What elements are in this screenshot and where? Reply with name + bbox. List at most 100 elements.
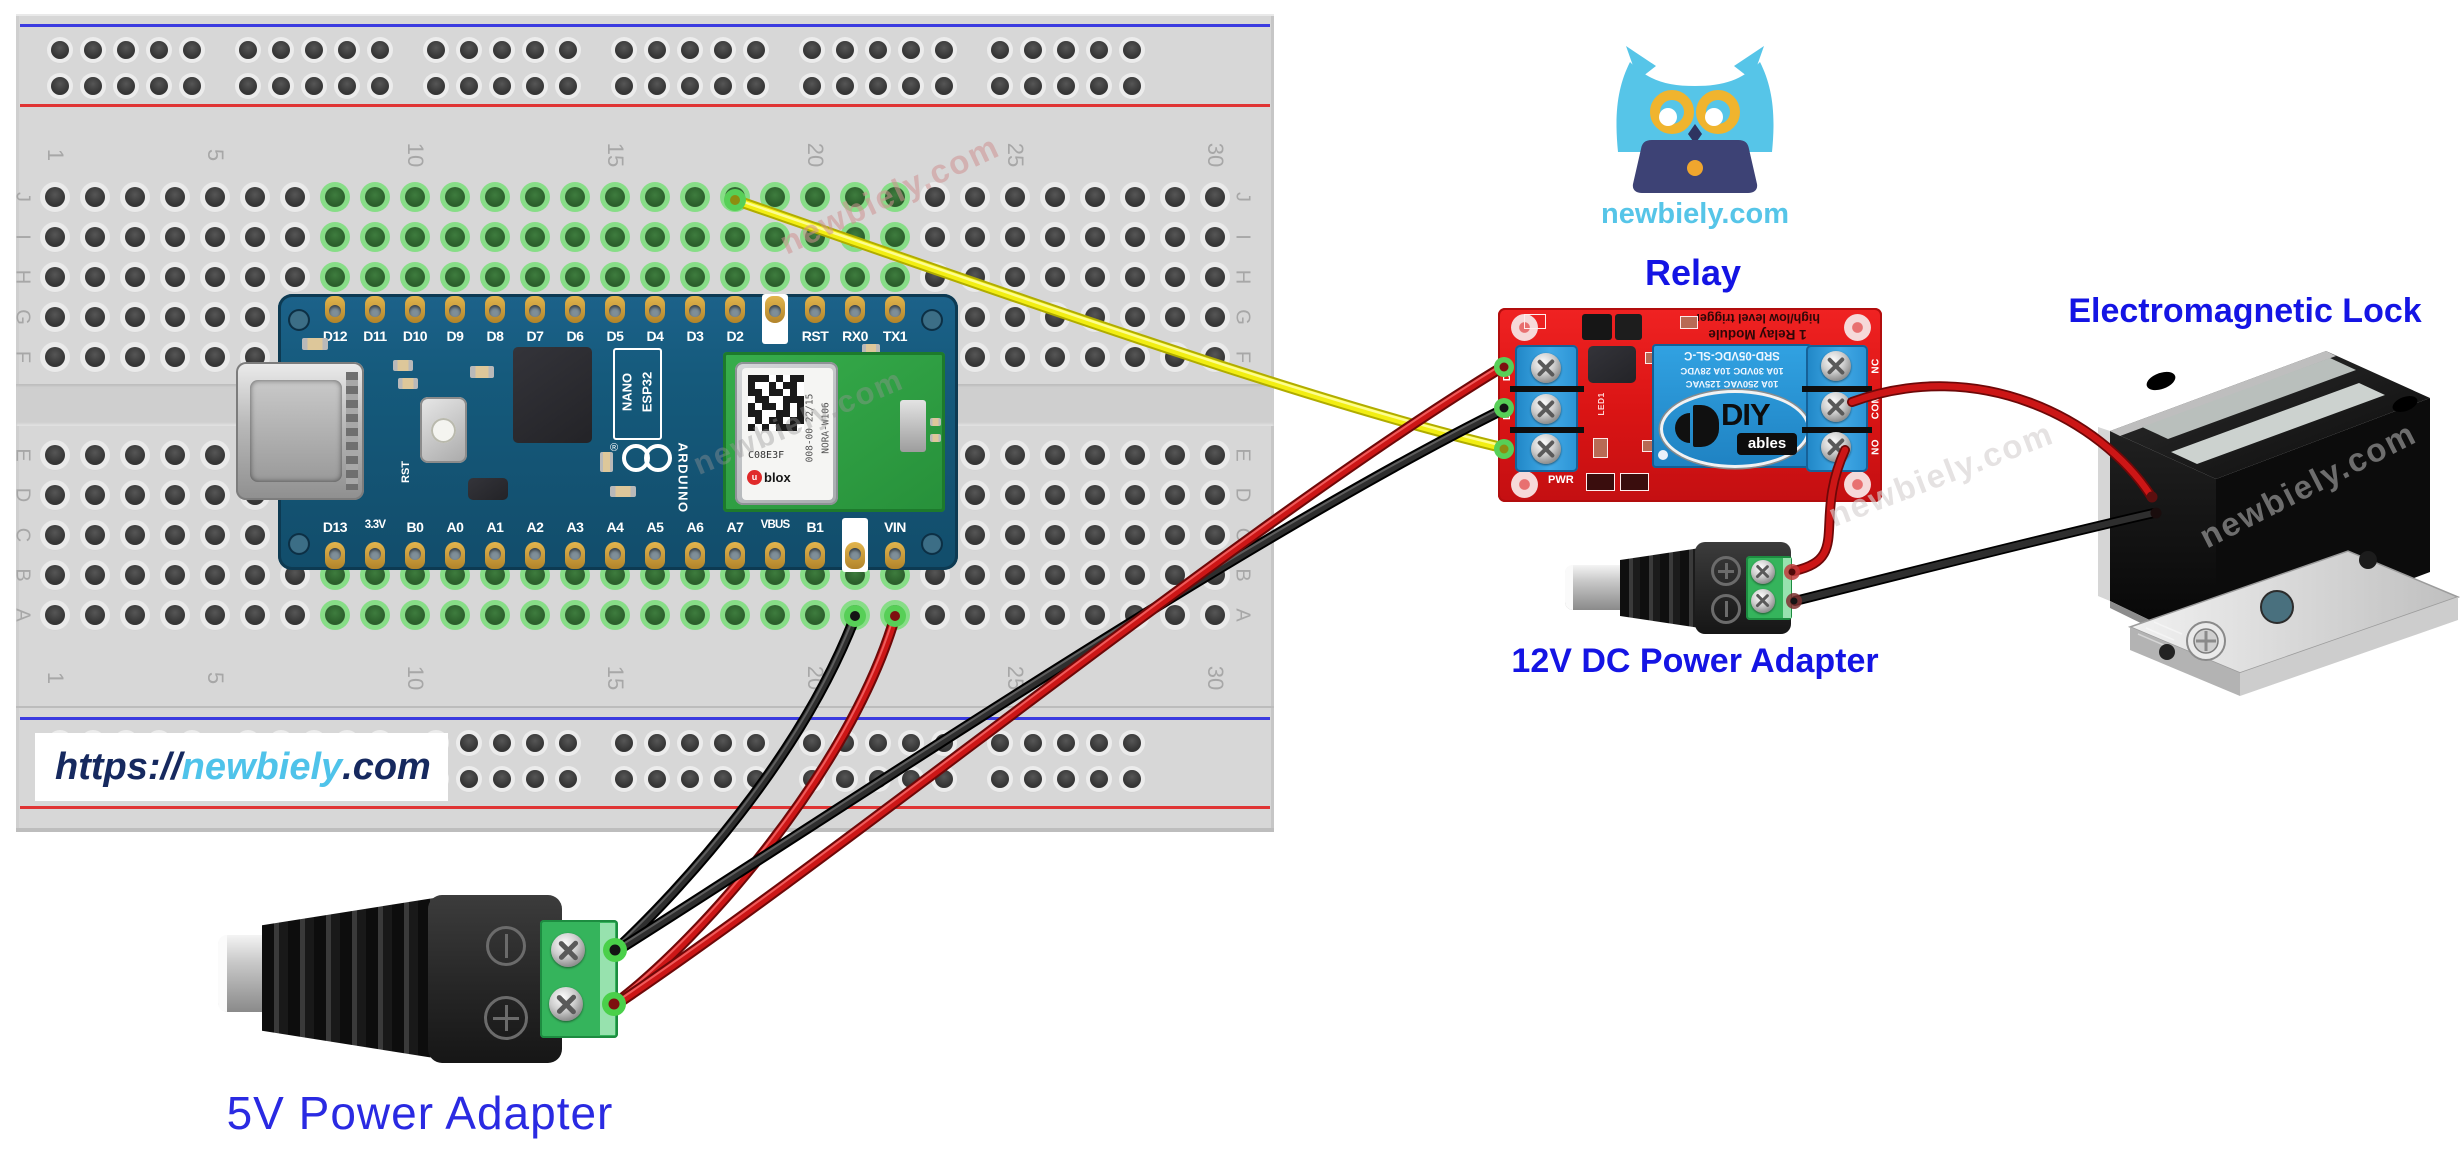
rail-hole: [869, 41, 887, 59]
url-domain: newbiely: [181, 745, 343, 788]
terminal-block-edge: [1783, 558, 1791, 618]
diyables-logo-icon: [1675, 413, 1690, 443]
smd-component: [1680, 316, 1698, 329]
grid-hole: [685, 227, 705, 247]
capacitor: [398, 378, 418, 389]
grid-hole: [445, 605, 465, 625]
grid-hole: [205, 267, 225, 287]
logo-site-text: newbiely.com: [1600, 198, 1790, 230]
watermark: newbiely.com: [773, 127, 1006, 262]
screw-icon: [1531, 394, 1561, 424]
pin-label-bottom: 3.3V: [364, 519, 386, 531]
grid-hole: [205, 445, 225, 465]
grid-hole: [85, 307, 105, 327]
rail-hole: [84, 77, 102, 95]
screw-icon: [1531, 353, 1561, 383]
pin-label-top: D3: [686, 328, 704, 344]
terminal-separator: [1510, 386, 1584, 392]
rail-hole: [493, 770, 511, 788]
rail-hole: [1123, 41, 1141, 59]
grid-hole: [285, 605, 305, 625]
rail-hole: [117, 77, 135, 95]
grid-hole: [125, 525, 145, 545]
rail-hole: [427, 77, 445, 95]
grid-hole: [245, 525, 265, 545]
capacitor: [470, 366, 494, 378]
rail-hole: [526, 41, 544, 59]
grid-hole: [485, 605, 505, 625]
grid-hole: [565, 565, 585, 585]
rail-hole: [1024, 41, 1042, 59]
rail-hole: [714, 77, 732, 95]
grid-hole: [605, 187, 625, 207]
screw-icon: [1751, 560, 1775, 584]
diyables-logo-icon: [1693, 405, 1719, 447]
barrel-plug-cap: [1565, 565, 1573, 610]
jumper-block: [1582, 314, 1612, 340]
silkscreen-marker: [1524, 314, 1546, 329]
rail-hole: [747, 41, 765, 59]
castellated-pin: [685, 296, 705, 323]
rail-hole: [935, 41, 953, 59]
grid-hole: [565, 227, 585, 247]
reset-button: [420, 397, 467, 463]
grid-hole: [365, 187, 385, 207]
grid-hole: [285, 565, 305, 585]
rail-hole: [836, 77, 854, 95]
grid-hole: [85, 605, 105, 625]
rail-hole: [648, 41, 666, 59]
rail-hole: [902, 41, 920, 59]
grid-hole: [205, 307, 225, 327]
grid-hole: [125, 227, 145, 247]
power-rail-red-line-top: [20, 104, 1270, 107]
rail-hole: [338, 77, 356, 95]
grid-hole: [685, 267, 705, 287]
screw-icon: [551, 933, 585, 967]
grid-hole: [125, 605, 145, 625]
grid-hole: [405, 565, 425, 585]
grid-hole: [365, 565, 385, 585]
rail-hole: [869, 77, 887, 95]
screw-icon: [1531, 434, 1561, 464]
rail-hole: [559, 41, 577, 59]
grid-hole: [485, 187, 505, 207]
grid-hole: [405, 227, 425, 247]
grid-hole: [405, 267, 425, 287]
grid-hole: [325, 187, 345, 207]
rail-hole: [493, 77, 511, 95]
rail-hole: [150, 77, 168, 95]
grid-hole: [45, 347, 65, 367]
pin-label-bottom: A1: [486, 519, 504, 535]
barrel-plug-tip: [1565, 565, 1623, 610]
pin-label-top: D4: [646, 328, 664, 344]
smd-component: [1620, 473, 1649, 491]
grid-hole: [325, 267, 345, 287]
adapter-5v-label: 5V Power Adapter: [226, 1087, 614, 1139]
url-prefix: https://: [55, 745, 182, 788]
grid-hole: [245, 565, 265, 585]
castellated-pin: [325, 296, 345, 323]
castellated-pin: [405, 296, 425, 323]
castellated-pin: [485, 542, 505, 569]
pin-label-bottom: B0: [406, 519, 424, 535]
rail-hole: [427, 41, 445, 59]
plus-icon: [484, 996, 528, 1040]
capacitor: [302, 338, 328, 350]
barrel-ridges: [262, 898, 434, 1058]
rail-hole: [371, 77, 389, 95]
rail-hole: [338, 41, 356, 59]
rail-hole: [747, 77, 765, 95]
grid-hole: [365, 267, 385, 287]
grid-hole: [525, 605, 545, 625]
grid-hole: [125, 485, 145, 505]
castellated-pin: [325, 542, 345, 569]
screw-icon: [549, 987, 583, 1021]
rail-hole: [526, 734, 544, 752]
grid-hole: [45, 605, 65, 625]
rail-hole: [1123, 77, 1141, 95]
pin-label-top: D11: [363, 328, 387, 344]
grid-hole: [85, 227, 105, 247]
grid-hole: [205, 227, 225, 247]
rail-hole: [239, 41, 257, 59]
